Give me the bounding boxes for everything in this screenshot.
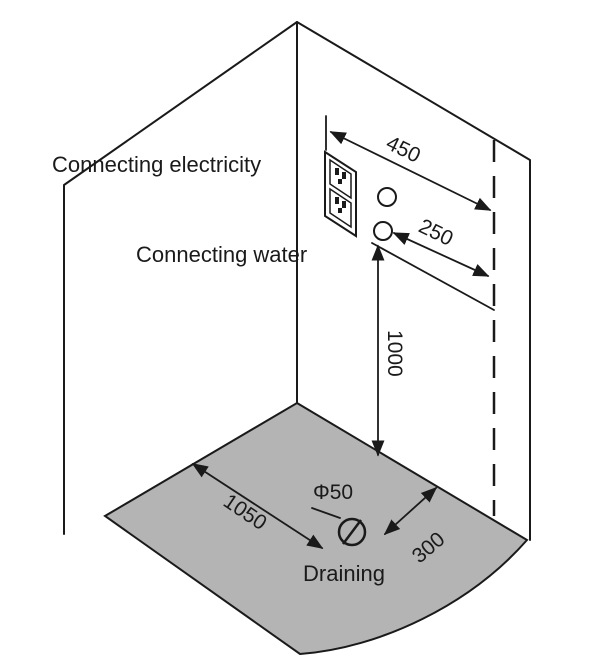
water-inlet-upper-icon (377, 187, 397, 207)
water-inlet-lower-icon (373, 221, 393, 241)
drain-diameter-leader (311, 507, 341, 519)
dimension-arrow-300 (383, 486, 438, 536)
left-wall (63, 21, 298, 535)
dimension-label-1000: 1000 (383, 330, 406, 377)
right-wall (296, 21, 531, 541)
drain-diameter-label: Φ50 (313, 481, 353, 504)
drain-icon (337, 517, 367, 547)
electric-outlet-icon (324, 150, 357, 238)
label-connecting-electricity: Connecting electricity (52, 152, 261, 177)
label-connecting-water: Connecting water (136, 242, 307, 267)
label-draining: Draining (303, 561, 385, 586)
dimension-arrow-1050 (191, 463, 324, 549)
shower-tray-floor (103, 401, 529, 656)
extension-line-250 (371, 242, 495, 311)
dimension-arrow-250 (392, 232, 490, 277)
dimension-arrow-450 (329, 131, 492, 211)
dimension-label-450: 450 (382, 132, 424, 168)
